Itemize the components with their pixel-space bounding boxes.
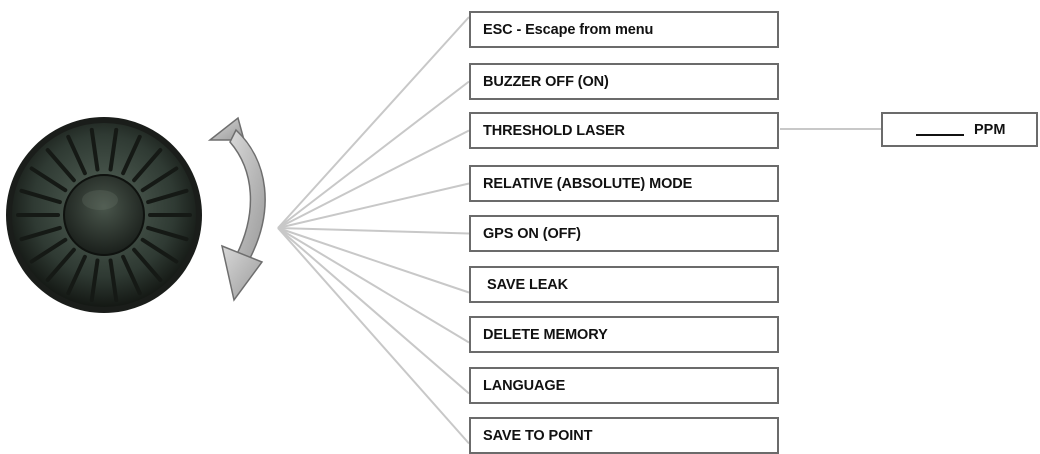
menu-item-esc[interactable]: ESC - Escape from menu [469,11,779,48]
knob-groove [140,237,179,264]
menu-item-save-to-point[interactable]: SAVE TO POINT [469,417,779,454]
knob-groove [89,258,100,303]
knob-groove [121,134,142,176]
menu-item-buzzer[interactable]: BUZZER OFF (ON) [469,63,779,100]
threshold-ppm-box[interactable]: PPM [881,112,1038,147]
knob-groove [132,247,163,282]
menu-item-threshold-laser[interactable]: THRESHOLD LASER [469,112,779,149]
knob-groove [121,254,142,296]
knob-groove [45,247,76,282]
menu-item-label: GPS ON (OFF) [483,225,581,242]
knob-groove [108,258,119,303]
knob-groove [29,237,68,264]
rotate-arrow-icon [207,116,266,302]
connector-line [277,129,470,229]
knob-groove [45,148,76,183]
rotary-knob-icon[interactable] [6,117,202,313]
knob-groove [19,188,62,205]
menu-item-gps[interactable]: GPS ON (OFF) [469,215,779,252]
menu-item-label: DELETE MEMORY [483,326,608,343]
knob-groove [132,148,163,183]
connector-line [277,80,470,229]
connector-line [277,182,470,229]
knob-groove [108,127,119,172]
knob-groove [19,225,62,242]
connector-line [277,227,470,344]
menu-item-label: SAVE TO POINT [483,427,593,444]
connector-line [277,227,470,395]
menu-item-relative-mode[interactable]: RELATIVE (ABSOLUTE) MODE [469,165,779,202]
knob-groove [29,166,68,193]
knob-groove [66,254,87,296]
menu-item-language[interactable]: LANGUAGE [469,367,779,404]
knob-groove [89,127,100,172]
menu-item-save-leak[interactable]: SAVE LEAK [469,266,779,303]
knob-groove [146,188,189,205]
ppm-value-blank [916,134,964,136]
menu-item-label: LANGUAGE [483,377,566,394]
knob-groove [140,166,179,193]
menu-item-label: SAVE LEAK [487,276,569,293]
connector-line [277,227,470,235]
menu-item-label: THRESHOLD LASER [483,122,625,139]
knob-groove [66,134,87,176]
connector-lines [277,16,470,445]
menu-item-delete-memory[interactable]: DELETE MEMORY [469,316,779,353]
connector-line [277,227,470,445]
menu-item-label: BUZZER OFF (ON) [483,73,609,90]
connector-line [277,16,470,229]
menu-item-label: ESC - Escape from menu [483,21,654,38]
menu-item-label: RELATIVE (ABSOLUTE) MODE [483,175,693,192]
ppm-unit-label: PPM [974,121,1006,138]
knob-groove [146,225,189,242]
connector-line [277,227,470,294]
